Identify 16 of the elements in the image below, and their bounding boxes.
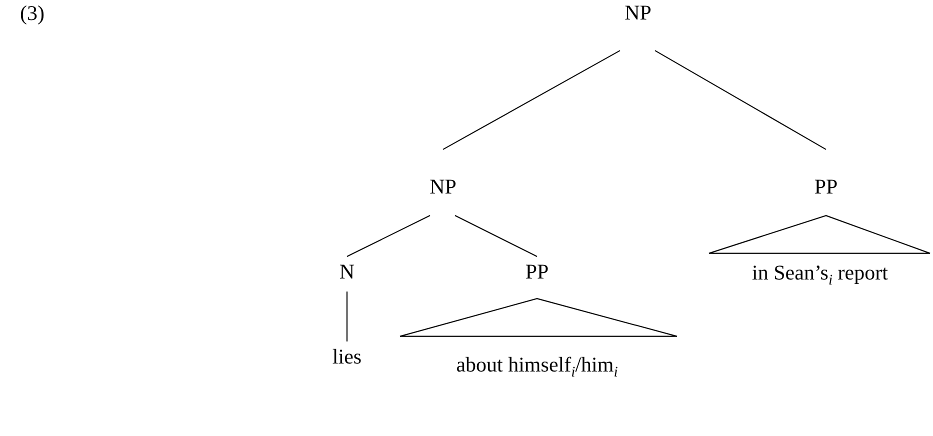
- category-label: lies: [332, 345, 362, 369]
- branch-line: [454, 215, 538, 257]
- triangle-branch: [708, 214, 931, 254]
- branch-line: [654, 50, 826, 150]
- category-label: N: [339, 260, 355, 284]
- branch-line: [346, 215, 430, 257]
- branch-line: [346, 292, 348, 342]
- category-label: PP: [814, 175, 838, 199]
- example-number: (3): [20, 2, 44, 26]
- category-label: NP: [624, 1, 652, 25]
- phrase-text: in Sean’s$_{i}$ report: [752, 261, 888, 289]
- branch-line: [442, 50, 620, 150]
- category-label: NP: [430, 175, 456, 199]
- triangle-branch: [399, 298, 678, 337]
- category-label: PP: [525, 260, 549, 284]
- phrase-text: about himself$_{i}$/him$_{i}$: [456, 353, 618, 381]
